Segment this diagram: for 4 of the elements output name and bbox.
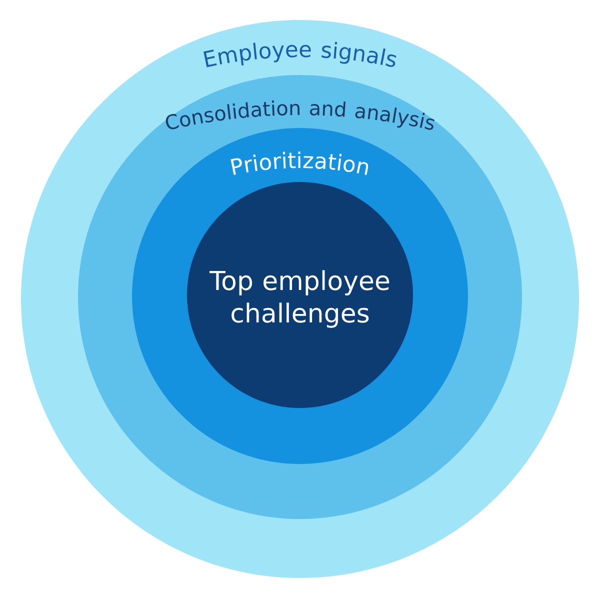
center-label: Top employee challenges: [209, 270, 390, 328]
ring-label: Prioritization: [230, 151, 368, 175]
ring-label: Consolidation and analysis: [166, 100, 434, 130]
ring-label: Employee signals: [204, 42, 396, 68]
